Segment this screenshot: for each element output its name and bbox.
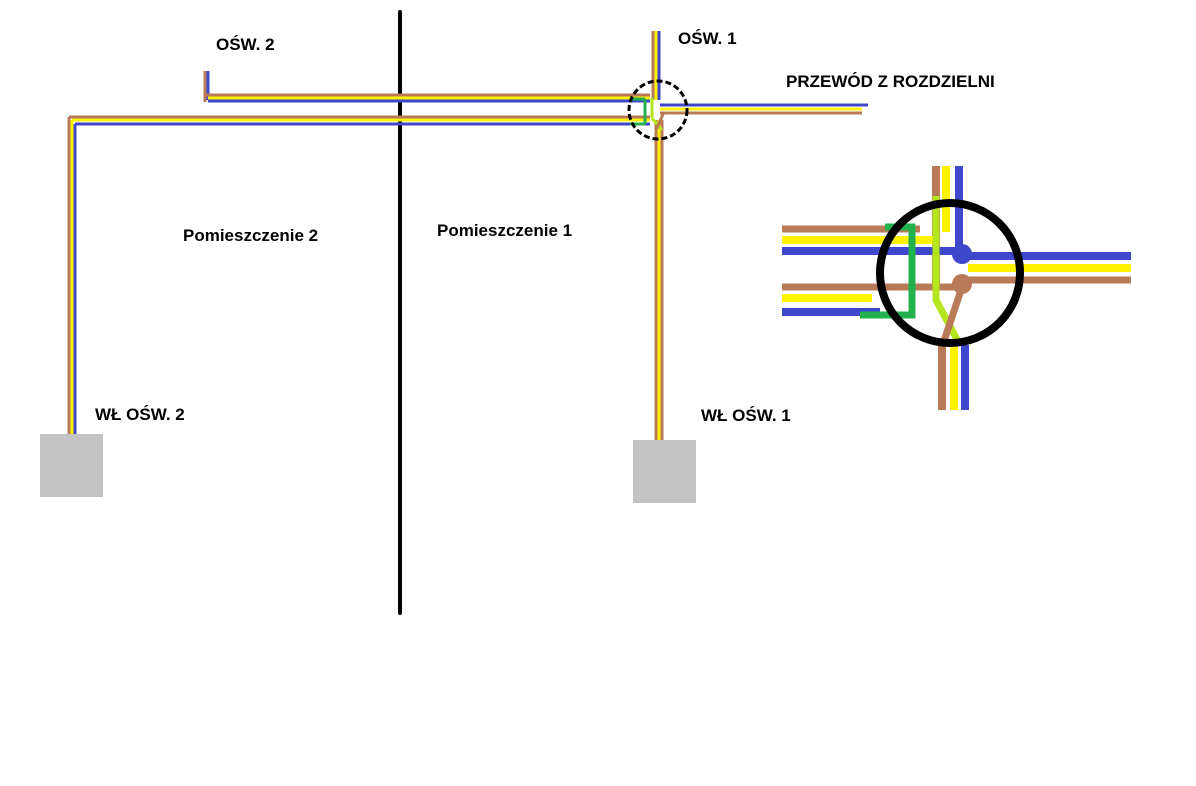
label-light-2: OŚW. 2 (216, 35, 275, 54)
label-light-1: OŚW. 1 (678, 29, 737, 48)
supply-cable (660, 103, 868, 115)
cable-to-switch-2 (67, 115, 650, 437)
cable-to-light-1 (651, 31, 661, 100)
switch-box-1 (633, 440, 696, 503)
junction-box-detail (782, 166, 1131, 410)
label-room-1: Pomieszczenie 1 (437, 221, 572, 240)
label-room-2: Pomieszczenie 2 (183, 226, 318, 245)
switch-box-2 (40, 434, 103, 497)
blue-connector-dot (952, 244, 972, 264)
cable-to-light-2 (203, 71, 650, 103)
label-supply-cable: PRZEWÓD Z ROZDZIELNI (786, 72, 995, 91)
junction-box-small (627, 79, 689, 141)
junction-box-large (876, 199, 1024, 347)
label-switch-2: WŁ OŚW. 2 (95, 405, 185, 424)
cable-to-switch-1 (654, 120, 664, 442)
label-switch-1: WŁ OŚW. 1 (701, 406, 791, 425)
brown-connector-dot (952, 274, 972, 294)
